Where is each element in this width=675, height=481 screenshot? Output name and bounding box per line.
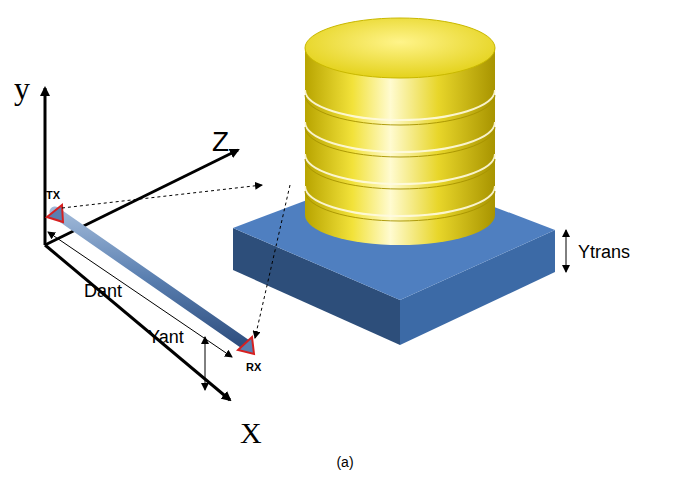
cylinder-ridge [305,95,495,125]
tx-antenna [47,205,63,222]
dimension-label: Dant [84,282,122,300]
cylinder-ridge [305,186,495,216]
dimension-label: Ytrans [578,243,630,261]
incident-path [62,185,262,208]
axis-label: Z [212,128,229,156]
ytrans-dimension [566,230,567,272]
reflected-path [255,185,290,338]
cylinder-ridge [305,90,495,120]
dimension-label: Yant [148,328,184,346]
antenna-bar [55,212,245,344]
antenna-label: RX [246,362,261,373]
dant-dimension [48,232,232,357]
rx-antenna [238,337,254,354]
yant-dimension [205,337,206,390]
cylinder [305,18,495,245]
cylinder-ridge [305,127,495,157]
caption: (a) [336,455,353,469]
y-axis [44,88,47,245]
axis-label: y [14,72,30,104]
cylinder-ridge [305,122,495,152]
antenna-label: TX [46,190,60,201]
cylinder-ridge [305,154,495,184]
cylinder-ridge [305,159,495,189]
cylinder-ridge [305,191,495,221]
axis-label: X [240,418,262,448]
